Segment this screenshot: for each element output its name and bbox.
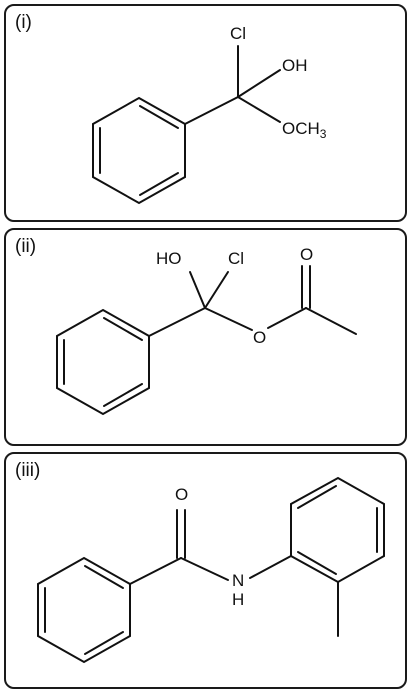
chlorine-atom: Cl — [230, 24, 246, 43]
panel-label: (iii) — [15, 460, 41, 481]
ring-to-carbon-bond — [184, 96, 239, 125]
n-aryl-bond — [249, 555, 292, 579]
structure-panel-ii: (ii) HO Cl O O — [4, 228, 407, 446]
benzene-ring — [56, 308, 150, 416]
ester-oxygen: O — [253, 328, 266, 347]
benzene-ring — [92, 96, 186, 205]
c-cl-bond — [204, 271, 229, 309]
c-ome-bond — [237, 96, 281, 123]
ring-to-carbon-bond — [148, 307, 206, 337]
carbonyl-oxygen: O — [300, 245, 313, 264]
panel-label: (i) — [15, 12, 32, 33]
c-oh-bond — [189, 271, 206, 309]
c-n-bond — [180, 557, 229, 581]
acyl-methyl-bond — [305, 307, 357, 335]
tolyl-ring — [290, 476, 385, 584]
molecule-iii: O N H — [37, 476, 385, 664]
panel-label: (ii) — [15, 236, 37, 257]
structure-panel-i: (i) Cl OH OCH3 — [4, 4, 407, 222]
o-acyl-bond — [267, 307, 307, 329]
molecule-ii: HO Cl O O — [56, 245, 357, 416]
c-o-ester-bond — [204, 307, 253, 331]
benzoyl-ring — [37, 556, 131, 664]
hydroxyl-group: HO — [156, 249, 182, 268]
carbonyl-oxygen: O — [175, 485, 188, 504]
amide-nitrogen: N — [232, 571, 244, 590]
c-oh-bond — [237, 69, 281, 98]
amide-hydrogen: H — [232, 590, 244, 609]
molecule-i: Cl OH OCH3 — [92, 24, 327, 205]
chlorine-atom: Cl — [228, 249, 244, 268]
structure-panel-iii: (iii) O N H — [4, 452, 407, 689]
hydroxyl-group: OH — [282, 56, 308, 75]
ring-to-carbonyl-bond — [129, 557, 182, 585]
methoxy-group: OCH3 — [282, 119, 327, 141]
